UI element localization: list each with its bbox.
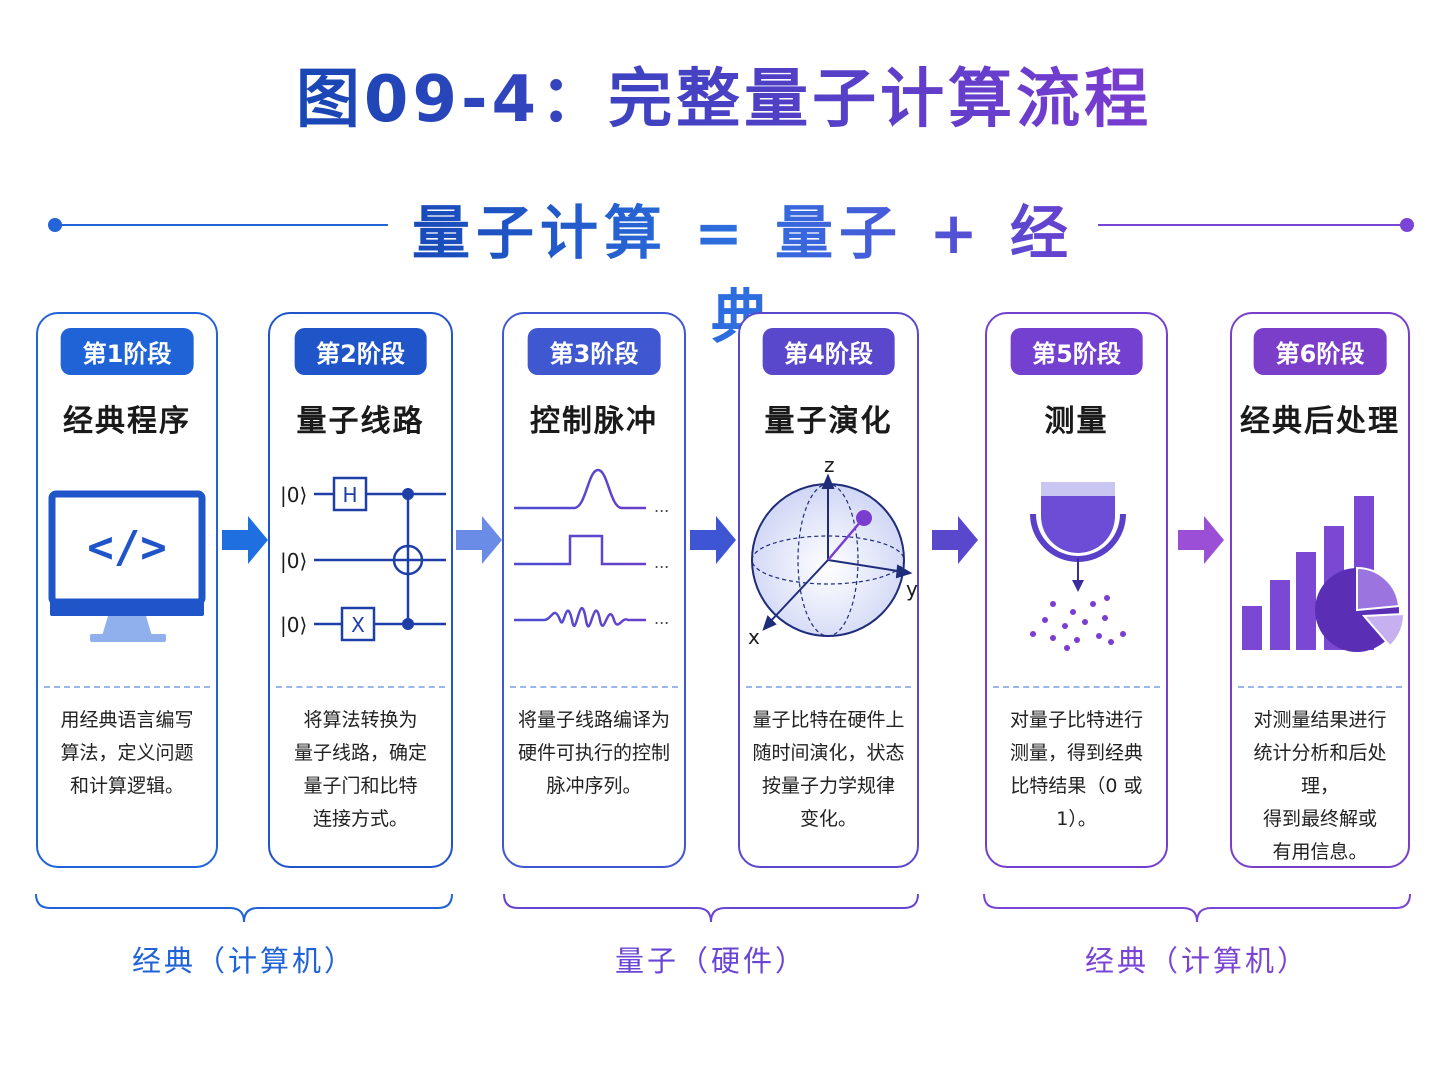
flow-arrow-5: [1178, 516, 1224, 564]
code-monitor-icon: </>: [38, 454, 216, 674]
stage-description: 将算法转换为量子线路，确定量子门和比特连接方式。: [293, 709, 427, 830]
stage-description: 对测量结果进行统计分析和后处理，得到最终解或有用信息。: [1253, 709, 1387, 863]
svg-text:</>: </>: [87, 522, 166, 573]
svg-text:|0⟩: |0⟩: [280, 483, 307, 507]
stage-title: 经典后处理: [1240, 404, 1400, 439]
svg-text:y: y: [906, 577, 918, 601]
group-label-quantum: 量子（硬件）: [614, 944, 807, 978]
flow-arrow-1: [222, 516, 268, 564]
svg-text:...: ...: [654, 553, 669, 572]
svg-text:z: z: [824, 454, 835, 477]
group-label-classical-2: 经典（计算机）: [1084, 944, 1309, 978]
bar-pie-chart-icon: [1232, 454, 1408, 674]
svg-text:|0⟩: |0⟩: [280, 613, 307, 637]
group-brace-quantum: [503, 893, 919, 923]
stage-title: 控制脉冲: [530, 404, 658, 439]
equation-dot-right: [1400, 218, 1414, 232]
stage-divider: [993, 686, 1160, 688]
svg-text:...: ...: [654, 497, 669, 516]
stage-description: 量子比特在硬件上随时间演化，状态按量子力学规律变化。: [752, 709, 905, 830]
stage-divider: [510, 686, 678, 688]
stage-title: 测量: [1044, 404, 1109, 439]
svg-text:X: X: [351, 613, 365, 637]
stage-card-4: 第4阶段 量子演化 z y x 量子比特在硬件上随时间演化，状态按量子: [738, 312, 919, 868]
stage-title: 量子线路: [296, 404, 425, 439]
quantum-circuit-icon: |0⟩ |0⟩ |0⟩ H X: [270, 454, 451, 674]
stage-divider: [746, 686, 911, 688]
stage-badge: 第4阶段: [762, 328, 895, 375]
svg-text:|0⟩: |0⟩: [280, 549, 307, 573]
stage-badge: 第6阶段: [1253, 328, 1387, 375]
page-title: 图09-4：完整量子计算流程: [0, 48, 1448, 140]
stage-divider: [276, 686, 445, 688]
equation-row: 量子计算 = 量子 + 经典: [0, 186, 1448, 351]
bloch-sphere-icon: z y x: [740, 453, 918, 674]
svg-text:H: H: [342, 483, 357, 507]
stage-title: 量子演化: [764, 404, 893, 439]
stage-badge: 第2阶段: [294, 328, 427, 375]
stage-card-2: 第2阶段 量子线路 |0⟩ |0⟩ |0⟩ H X 将算法转换为量子线路，确定量…: [268, 312, 453, 868]
stage-card-5: 第5阶段 测量 对量子比特进行测量，得到经典比特结果（0 或 1）。: [985, 312, 1168, 868]
measurement-icon: [987, 454, 1166, 674]
flow-arrow-4: [932, 516, 978, 564]
equation-line-right: [1098, 224, 1406, 226]
stage-card-6: 第6阶段 经典后处理 对测量结果进行统计分析和后处理，得到最终解或有用信息。: [1230, 312, 1410, 868]
stage-card-1: 第1阶段 经典程序 </> 用经典语言编写算法，定义问题和计算逻辑。: [36, 312, 218, 868]
stage-badge: 第5阶段: [1010, 328, 1143, 375]
group-label-classical-1: 经典（计算机）: [131, 944, 356, 978]
control-pulse-icon: ... ... ...: [504, 454, 684, 674]
flow-arrow-2: [456, 516, 502, 564]
stage-badge: 第1阶段: [60, 328, 194, 375]
stage-divider: [1238, 686, 1402, 688]
stage-divider: [44, 686, 210, 688]
stage-description: 将量子线路编译为硬件可执行的控制脉冲序列。: [517, 709, 670, 797]
stage-title: 经典程序: [63, 404, 191, 439]
group-brace-classical-1: [35, 893, 453, 923]
equation-line-left: [54, 224, 388, 226]
svg-text:x: x: [748, 625, 760, 649]
flow-arrow-3: [690, 516, 736, 564]
group-brace-classical-2: [983, 893, 1411, 923]
svg-text:...: ...: [654, 609, 669, 628]
stage-badge: 第3阶段: [527, 328, 661, 375]
stage-card-3: 第3阶段 控制脉冲 ... ... ... 将量子线路编译为硬件可执行的控制脉冲…: [502, 312, 686, 868]
stage-description: 对量子比特进行测量，得到经典比特结果（0 或 1）。: [1009, 709, 1143, 830]
stage-description: 用经典语言编写算法，定义问题和计算逻辑。: [60, 709, 194, 797]
equation-dot-left: [48, 218, 62, 232]
